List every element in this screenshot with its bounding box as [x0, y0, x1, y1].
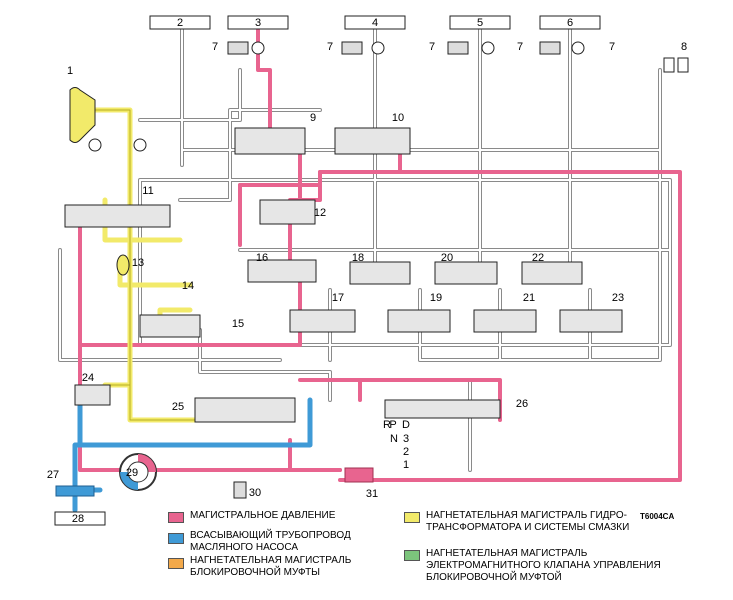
line-filter: [344, 467, 374, 483]
spool-valves: [64, 127, 623, 423]
label-7: 7: [212, 41, 218, 53]
label-8: 8: [681, 41, 687, 53]
label-7: 7: [609, 41, 615, 53]
legend-swatch-solenoid: [404, 550, 420, 561]
selector-P: P: [389, 419, 396, 431]
port-box-6: [539, 15, 601, 30]
legend-swatch-lockup: [168, 558, 184, 569]
legend-lockup-label: НАГНЕТАТЕЛЬНАЯ МАГИСТРАЛЬ БЛОКИРОВОЧНОЙ …: [190, 555, 352, 578]
label-17: 17: [332, 292, 344, 304]
label-14: 14: [182, 280, 194, 292]
selector-N: N: [390, 433, 398, 445]
port-label-6: 6: [567, 17, 573, 29]
components: [55, 41, 689, 499]
pressure-gauges: [88, 41, 585, 152]
label-26: 26: [516, 398, 528, 410]
port-label-3: 3: [255, 17, 261, 29]
legend-swatch-suction: [168, 533, 184, 544]
port-label-4: 4: [372, 17, 378, 29]
label-28: 28: [72, 513, 84, 525]
label-24: 24: [82, 372, 94, 384]
legend-swatch-main: [168, 512, 184, 523]
selector-2: 2: [403, 446, 409, 458]
label-18: 18: [352, 252, 364, 264]
legend-swatch-converter: [404, 512, 420, 523]
strainer-box: [54, 511, 106, 526]
label-22: 22: [532, 252, 544, 264]
label-12: 12: [314, 207, 326, 219]
label-11: 11: [142, 185, 153, 197]
label-7: 7: [517, 41, 523, 53]
legend-main-label: МАГИСТРАЛЬНОЕ ДАВЛЕНИЕ: [190, 510, 336, 521]
label-15: 15: [232, 318, 244, 330]
port-box-2: [149, 15, 211, 30]
legend-converter-label: НАГНЕТАТЕЛЬНАЯ МАГИСТРАЛЬ ГИДРО-ТРАНСФОР…: [426, 510, 630, 533]
port-box-5: [449, 15, 511, 30]
port-label-5: 5: [477, 17, 483, 29]
label-7: 7: [429, 41, 435, 53]
selector-R: R: [383, 419, 391, 431]
selector-D: D: [402, 419, 410, 431]
label-31: 31: [366, 488, 378, 500]
label-20: 20: [441, 252, 453, 264]
label-25: 25: [172, 401, 184, 413]
legend-solenoid-label: НАГНЕТАТЕЛЬНАЯ МАГИСТРАЛЬ ЭЛЕКТРОМАГНИТН…: [426, 548, 661, 583]
label-21: 21: [523, 292, 535, 304]
figure-code: T6004CA: [640, 512, 675, 521]
label-29: 29: [126, 467, 138, 479]
port-box-4: [344, 15, 406, 30]
label-7: 7: [327, 41, 333, 53]
port-box-3: [227, 15, 289, 30]
accumulator-8: [663, 57, 689, 73]
label-13: 13: [132, 257, 144, 269]
label-1: 1: [67, 65, 73, 77]
legend-suction-label: ВСАСЫВАЮЩИЙ ТРУБОПРОВОД МАСЛЯНОГО НАСОСА: [190, 530, 351, 553]
torque-converter: [69, 87, 96, 143]
label-30: 30: [249, 487, 261, 499]
label-9: 9: [310, 112, 316, 124]
valve-30: [233, 481, 247, 499]
label-23: 23: [612, 292, 624, 304]
damper-13: [116, 254, 130, 276]
label-10: 10: [392, 112, 404, 124]
oil-strainer: [55, 485, 95, 497]
solenoid-valves: [227, 41, 561, 55]
selector-3: 3: [403, 433, 409, 445]
main-pressure-lines: [78, 28, 682, 482]
label-19: 19: [430, 292, 442, 304]
selector-1: 1: [403, 459, 409, 471]
label-27: 27: [47, 469, 59, 481]
port-label-2: 2: [177, 17, 183, 29]
label-16: 16: [256, 252, 268, 264]
